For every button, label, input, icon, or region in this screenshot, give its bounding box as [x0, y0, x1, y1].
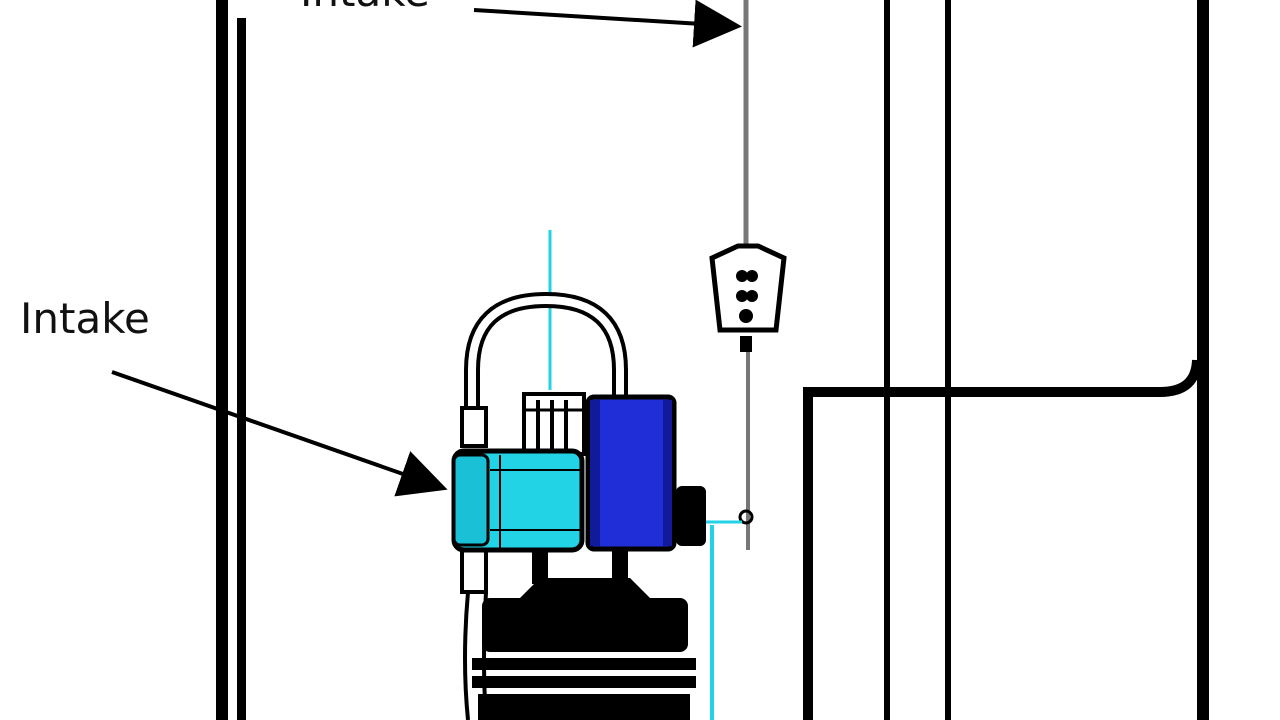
left-wall	[216, 0, 246, 720]
discharge-line	[548, 230, 742, 720]
top-intake-callout: Intake	[300, 0, 742, 48]
top-intake-label: Intake	[300, 0, 430, 16]
tank-icon	[472, 598, 696, 720]
right-wall	[803, 0, 1209, 720]
float-switch-cord	[738, 0, 754, 550]
left-intake-label: Intake	[20, 294, 150, 343]
pump-legs	[520, 548, 650, 598]
pump-body	[451, 448, 585, 553]
pump-head-icon	[522, 392, 586, 456]
left-intake-callout: Intake	[20, 294, 448, 497]
pump-motor-icon	[585, 394, 706, 552]
float-switch-icon	[709, 243, 787, 352]
